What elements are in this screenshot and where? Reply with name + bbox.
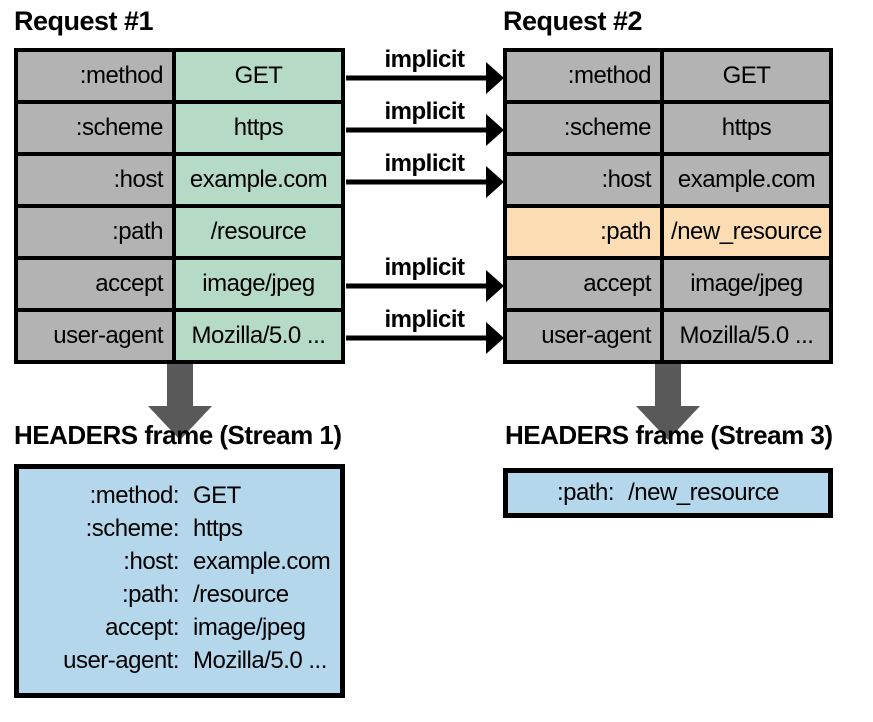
frame1-box: :method: GET :scheme: https :host: examp… [14,464,345,698]
header-key: :path [18,208,176,256]
frame-line: :path: /new_resource [557,479,779,507]
request2-title: Request #2 [503,6,643,36]
frame-value: image/jpeg [193,613,306,641]
request1-table: :method GET :scheme https :host example.… [14,48,345,364]
header-value: /new_resource [664,208,829,256]
header-value: Mozilla/5.0 ... [664,312,829,360]
request2-row-host: :host example.com [507,152,829,204]
implicit-label: implicit [384,98,465,125]
frame-key: user-agent: [63,646,179,674]
header-value: example.com [176,156,341,204]
header-key: user-agent [507,312,664,360]
frame-key: :method: [89,481,180,509]
request1-row-scheme: :scheme https [18,100,341,152]
frame-line: :scheme: https [19,512,340,545]
request1-row-path: :path /resource [18,204,341,256]
header-value: image/jpeg [664,260,829,308]
header-value: example.com [664,156,829,204]
frame-value: example.com [193,547,331,575]
header-key: :method [18,52,176,100]
request1-row-accept: accept image/jpeg [18,256,341,308]
implicit-label: implicit [384,150,465,177]
request2-row-accept: accept image/jpeg [507,256,829,308]
frame-key: :scheme: [85,514,180,542]
frame-key: accept: [105,613,179,641]
header-key: accept [507,260,664,308]
frame2-box: :path: /new_resource [503,468,833,518]
frame-value: GET [193,481,241,509]
frame-line: accept: image/jpeg [19,611,340,644]
frame1-title: HEADERS frame (Stream 1) [14,420,342,450]
header-key: :host [18,156,176,204]
header-key: :host [507,156,664,204]
header-value: GET [664,52,829,100]
request2-table: :method GET :scheme https :host example.… [503,48,833,364]
request2-row-method: :method GET [507,52,829,100]
request2-row-user-agent: user-agent Mozilla/5.0 ... [507,308,829,360]
request2-row-path-changed: :path /new_resource [507,204,829,256]
request1-title: Request #1 [14,6,154,36]
header-key: user-agent [18,312,176,360]
frame-key: :path: [121,580,180,608]
request1-row-method: :method GET [18,52,341,100]
frame2-title: HEADERS frame (Stream 3) [505,420,833,450]
header-key: :scheme [18,104,176,152]
frame-value: https [193,514,243,542]
header-key: :scheme [507,104,664,152]
frame-key: :host: [123,547,179,575]
request1-row-user-agent: user-agent Mozilla/5.0 ... [18,308,341,360]
frame-value: Mozilla/5.0 ... [193,646,327,674]
header-value: image/jpeg [176,260,341,308]
frame-line: :host: example.com [19,545,340,578]
header-value: /resource [176,208,341,256]
header-key: accept [18,260,176,308]
request2-row-scheme: :scheme https [507,100,829,152]
header-key: :path [507,208,664,256]
header-value: Mozilla/5.0 ... [176,312,341,360]
header-value: GET [176,52,341,100]
implicit-label: implicit [384,46,465,73]
frame-value: /new_resource [628,479,779,506]
header-value: https [176,104,341,152]
header-key: :method [507,52,664,100]
implicit-label: implicit [384,254,465,281]
implicit-label: implicit [384,306,465,333]
frame-line: :path: /resource [19,578,340,611]
frame-value: /resource [193,580,289,608]
request1-row-host: :host example.com [18,152,341,204]
frame-key: :path: [557,479,615,506]
header-value: https [664,104,829,152]
frame-line: user-agent: Mozilla/5.0 ... [19,644,340,677]
frame-line: :method: GET [19,479,340,512]
